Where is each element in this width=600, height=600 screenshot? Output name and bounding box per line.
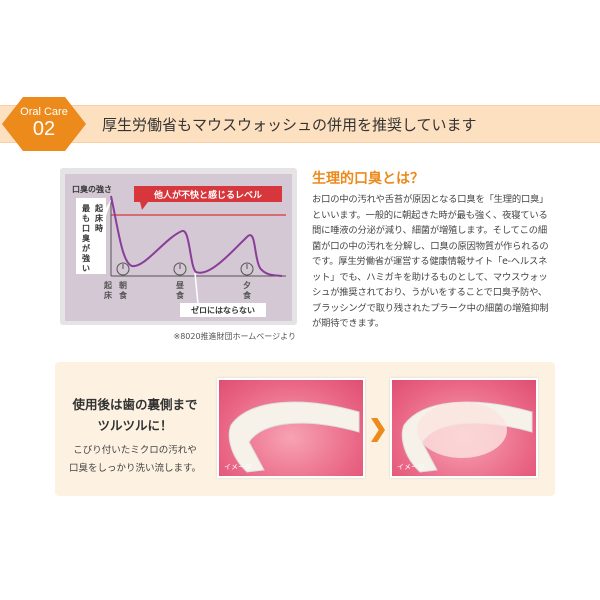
teeth-after-image: イメージ [390,378,538,478]
feature-heading: 使用後は歯の裏側までツルツルに！ [55,394,215,436]
arrow-right-icon [371,418,385,442]
wake-callout [76,198,106,274]
feature-desc-line: 口臭をしっかり洗い流します。 [68,463,202,474]
x-labels: 起床朝食昼食夕食 [103,280,252,300]
info-body: お口の中の汚れや舌苔が原因となる口臭を「生理的口臭」といいます。一般的に朝起きた… [312,194,549,329]
clock-icons [116,262,254,276]
bad-breath-chart: 口臭の強さ 他人が不快と感じるレベル 起床時最も口臭が強い 起床朝食昼食夕食 ゼ… [60,168,297,325]
threshold-label: 他人が不快と感じるレベル [153,189,262,201]
teeth-before-image: イメージ [217,378,365,478]
feature-panel: 使用後は歯の裏側までツルツルに！ こびり付いたミクロの汚れや口臭をしっかり洗い流… [55,362,555,496]
feature-desc-line: こびり付いたミクロの汚れや [73,445,197,456]
clock-icon [240,262,254,276]
zero-callout-text: ゼロにはならない [191,305,255,315]
breath-curve [110,195,283,277]
badge-label: Oral Care [20,106,68,118]
feature-description: こびり付いたミクロの汚れや口臭をしっかり洗い流します。 [55,442,215,478]
clock-icon [173,262,187,276]
feature-heading-line: 使用後は歯の裏側まで [72,397,198,412]
image-label: イメージ [224,463,252,471]
feature-heading-line: ツルツルに！ [97,418,173,433]
clock-icon [116,262,130,276]
wake-callout-text: 起床時最も口臭が強い [82,203,104,273]
threshold-label-box [134,186,282,202]
badge-number: 02 [32,118,56,140]
zero-callout [180,303,266,317]
section-badge: Oral Care 02 [2,97,86,151]
section-title: 厚生労働省もマウスウォッシュの併用を推奨しています [102,116,477,134]
chart-source: ※8020推進財団ホームページより [173,332,296,341]
info-title: 生理的口臭とは？ [312,171,424,187]
image-label: イメージ [397,463,425,471]
section-header-band [0,105,600,143]
chart-ylabel: 口臭の強さ [72,184,112,194]
